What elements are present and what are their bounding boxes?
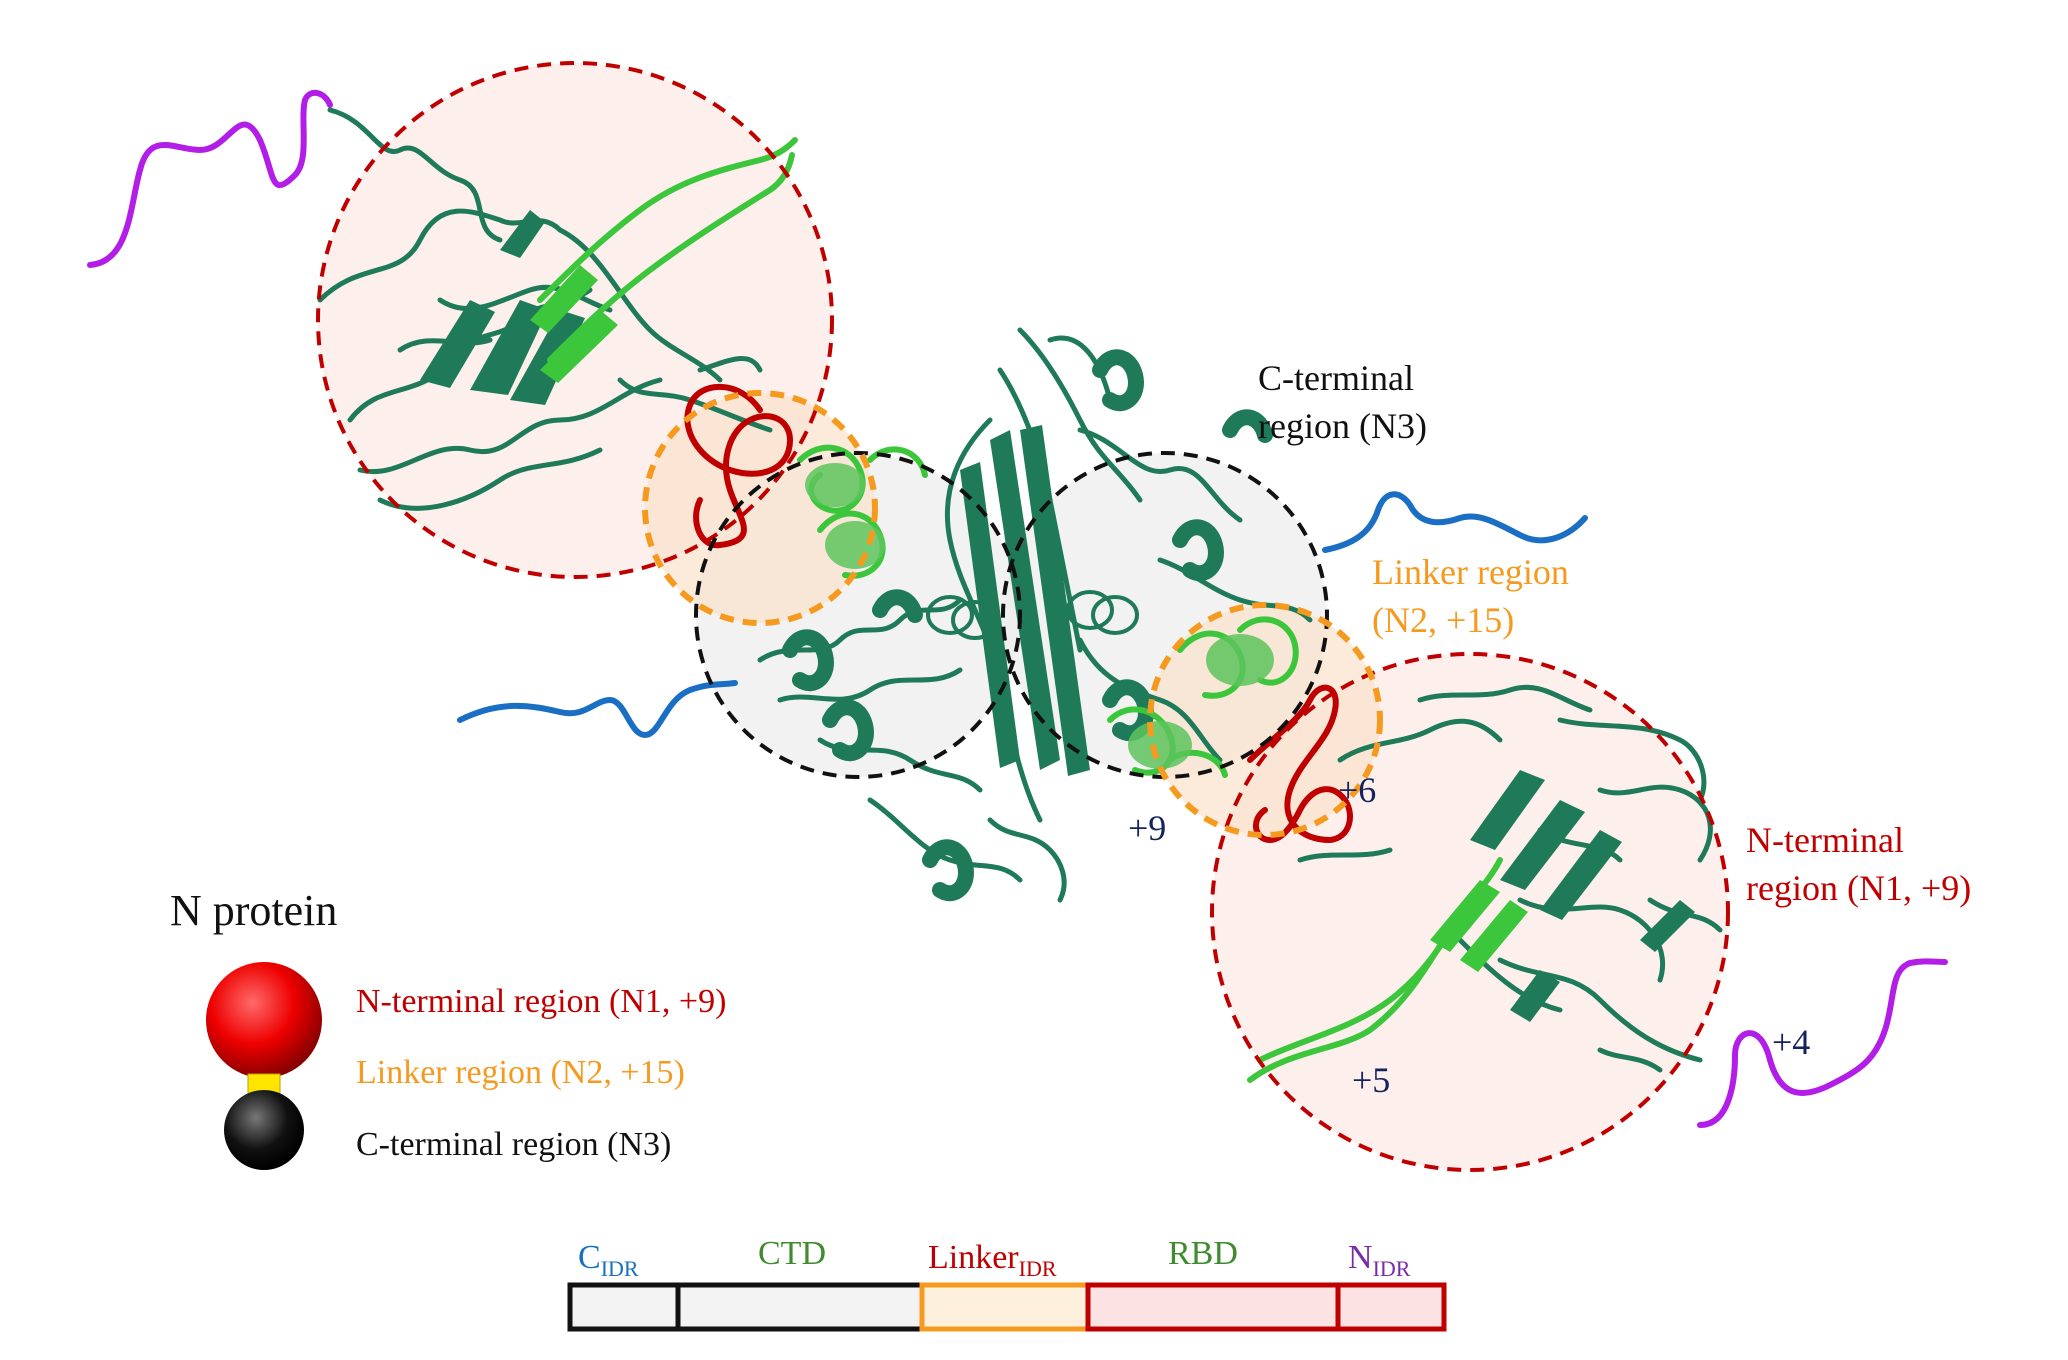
rbd-right-highlight-strands	[1430, 880, 1528, 972]
domain-bar-c-idr	[567, 1282, 681, 1332]
linker-region-right-outline	[1147, 602, 1383, 838]
n-idr-tail-right	[1697, 958, 1948, 1128]
ctd-right-helix-fill	[1128, 634, 1274, 769]
charge-plus4: +4	[1772, 1022, 1810, 1062]
legend-item-c-terminal: C-terminal region (N3)	[356, 1126, 671, 1163]
n-terminal-label-line1: N-terminal	[1746, 820, 1904, 860]
c-idr-tail-left	[457, 680, 738, 738]
domain-bar: CIDR CTD LinkerIDR RBD NIDR	[567, 1235, 1447, 1332]
domain-label-rbd: RBD	[1168, 1235, 1238, 1272]
domain-bar-rbd	[1085, 1282, 1341, 1332]
rbd-left-highlight-strands	[530, 265, 618, 383]
ctd-dimer-helices	[782, 349, 1273, 902]
legend-item-n-terminal: N-terminal region (N1, +9)	[356, 983, 726, 1020]
linker-label-line1: Linker region	[1372, 552, 1569, 592]
legend-sphere-model	[206, 962, 322, 1170]
rbd-right	[1297, 684, 1723, 1073]
domain-label-linker-idr: LinkerIDR	[928, 1239, 1057, 1281]
domain-label-c-idr: CIDR	[578, 1239, 639, 1281]
domain-bar-linker	[919, 1282, 1091, 1332]
rbd-right-strands	[1470, 770, 1695, 1022]
ctd-dimer-strands	[960, 425, 1090, 776]
legend-red-sphere	[206, 962, 322, 1078]
protein-structure	[87, 89, 1948, 1128]
linker-loop-left	[684, 383, 793, 549]
linker-region-left-outline	[642, 390, 878, 626]
c-terminal-region-left-outline	[694, 451, 1022, 779]
legend-black-sphere	[224, 1090, 304, 1170]
c-terminal-label-line1: C-terminal	[1258, 358, 1414, 398]
charge-plus6: +6	[1338, 770, 1376, 810]
n-terminal-label-line2: region (N1, +9)	[1746, 868, 1971, 908]
charge-plus9: +9	[1128, 808, 1166, 848]
c-idr-tail-right	[1322, 491, 1588, 553]
ctd-dimer-coils	[926, 590, 1139, 640]
domain-label-n-idr: NIDR	[1348, 1239, 1411, 1281]
linker-label-line2: (N2, +15)	[1372, 600, 1514, 640]
n-terminal-region-right-outline	[1210, 652, 1730, 1172]
domain-bar-n-idr	[1335, 1282, 1447, 1332]
c-terminal-label-line2: region (N3)	[1258, 406, 1427, 446]
legend-item-linker: Linker region (N2, +15)	[356, 1054, 685, 1091]
domain-label-ctd: CTD	[758, 1235, 826, 1272]
region-outlines	[316, 61, 1730, 1172]
legend: N protein N-terminal region (N1, +9) Lin…	[170, 886, 726, 1170]
charge-plus5: +5	[1352, 1060, 1390, 1100]
n-idr-tail-left	[87, 89, 333, 268]
n-terminal-region-left-outline	[316, 61, 834, 579]
rbd-left-strands	[420, 210, 585, 405]
legend-title: N protein	[170, 886, 337, 935]
domain-bar-ctd	[675, 1282, 925, 1332]
